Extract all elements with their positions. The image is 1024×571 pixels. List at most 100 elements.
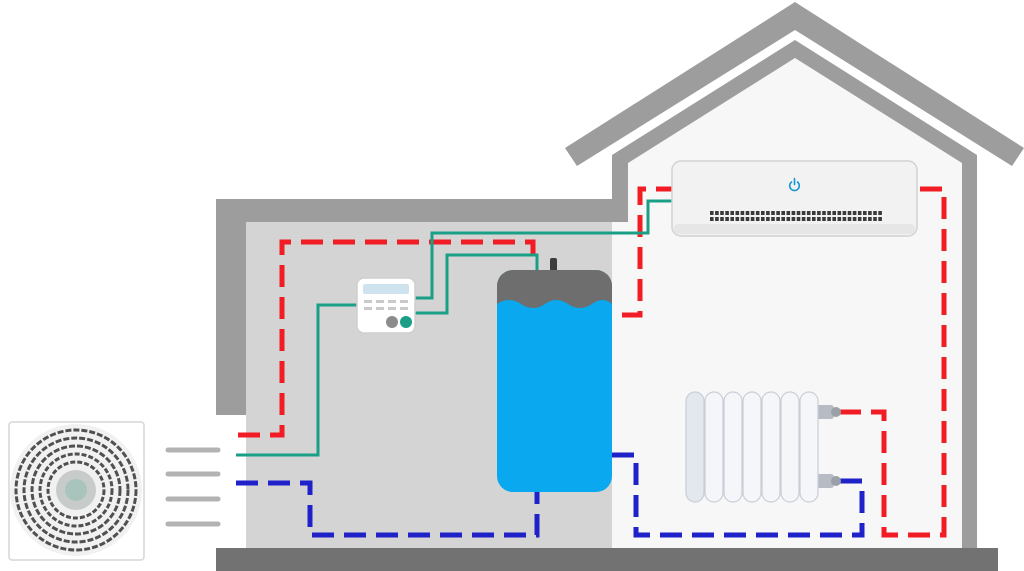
controller-display xyxy=(363,284,409,294)
ac-vent-slot xyxy=(878,217,882,221)
ac-vent-slot xyxy=(878,211,882,215)
ac-vent-slot xyxy=(715,211,719,215)
ac-vent-slot xyxy=(766,211,770,215)
cold-pipe-right-room xyxy=(612,452,865,538)
ac-vent-slot xyxy=(776,211,780,215)
floor xyxy=(216,548,998,571)
air-conditioner-icon xyxy=(671,160,918,237)
cold-pipes xyxy=(236,452,865,538)
ac-vent-slot xyxy=(873,217,877,221)
ac-vent-slot xyxy=(720,211,724,215)
hot-pipe-left-room xyxy=(238,239,536,438)
ac-vent-slot xyxy=(755,217,760,221)
boiler-tank-icon xyxy=(497,258,612,492)
ac-vent-slot xyxy=(812,211,816,215)
radiator-fin xyxy=(685,391,705,503)
ac-vent-slot xyxy=(812,217,816,221)
ac-vent-slot xyxy=(745,217,750,221)
ac-vent-slot xyxy=(761,217,765,221)
ac-vent-grill xyxy=(710,211,882,221)
hot-pipes xyxy=(238,186,947,538)
ac-vent-slot xyxy=(837,211,842,215)
ac-vent-slot xyxy=(852,211,857,215)
ac-vent-slot xyxy=(817,211,821,215)
ac-vent-slot xyxy=(750,217,755,221)
ac-vent-slot xyxy=(771,217,775,221)
ac-vent-slot xyxy=(766,217,770,221)
wire-controller-to-ac xyxy=(414,199,673,300)
ac-vent-slot xyxy=(827,211,831,215)
ac-vent-slot xyxy=(822,217,826,221)
radiator-fin xyxy=(761,391,781,503)
fan-icon xyxy=(10,424,142,556)
ac-vent-slot xyxy=(720,217,724,221)
outdoor-unit-vents xyxy=(165,447,221,527)
ac-vent-slot xyxy=(796,217,801,221)
ac-vent-slot xyxy=(755,211,760,215)
ac-vent-slot xyxy=(832,211,836,215)
ac-vent-slot xyxy=(796,211,801,215)
wire-controller-to-tank xyxy=(414,253,539,315)
tank-valve xyxy=(550,258,557,272)
ac-vent-slot xyxy=(740,217,745,221)
controller-keys xyxy=(364,300,408,310)
ac-vent-slot xyxy=(776,217,780,221)
ac-vent-slot xyxy=(801,211,806,215)
controller-knob-teal xyxy=(400,316,412,328)
ac-vent-slot xyxy=(837,217,842,221)
ac-vent-slot xyxy=(857,217,862,221)
tank-water xyxy=(497,270,612,492)
ac-vent-slot xyxy=(781,217,785,221)
ac-vent-slot xyxy=(761,211,765,215)
ac-vent-slot xyxy=(735,217,740,221)
ac-vent-slot xyxy=(710,211,714,215)
tank-top xyxy=(497,270,612,308)
ac-vent-slot xyxy=(740,211,745,215)
radiator-fin xyxy=(742,391,762,503)
power-icon xyxy=(788,177,801,192)
hot-pipe-to-ac xyxy=(622,186,672,318)
wire-to-outdoor-unit xyxy=(236,303,358,457)
control-wires xyxy=(236,199,673,457)
ac-vent-slot xyxy=(750,211,755,215)
ac-vent-slot xyxy=(781,211,785,215)
radiator-icon xyxy=(685,391,841,503)
ac-vent-slot xyxy=(806,211,811,215)
ac-vent-slot xyxy=(847,211,852,215)
radiator-fins xyxy=(685,391,819,503)
ac-vent-slot xyxy=(735,211,740,215)
hot-pipe-right-wall xyxy=(840,186,947,538)
radiator-fin xyxy=(799,391,819,503)
ac-vent-slot xyxy=(786,217,791,221)
ac-vent-slot xyxy=(868,211,872,215)
thermostat-icon xyxy=(356,277,416,334)
ac-vent-slot xyxy=(847,217,852,221)
radiator-fin xyxy=(704,391,724,503)
ac-vent-slot xyxy=(725,217,729,221)
ac-vent-slot xyxy=(873,211,877,215)
house xyxy=(214,2,1024,571)
radiator-fin xyxy=(723,391,743,503)
cold-pipe-left-room xyxy=(236,480,540,538)
ac-vent-slot xyxy=(786,211,791,215)
ac-vent-slot xyxy=(832,217,836,221)
ac-vent-slot xyxy=(863,217,867,221)
controller-knob-grey xyxy=(386,316,398,328)
ac-vent-slot xyxy=(806,217,811,221)
ac-vent-slot xyxy=(852,217,857,221)
ac-vent-slot xyxy=(715,217,719,221)
ac-vent-slot xyxy=(857,211,862,215)
ac-vent-slot xyxy=(730,217,734,221)
ac-vent-slot xyxy=(710,217,714,221)
ac-vent-slot xyxy=(842,217,847,221)
radiator-fin xyxy=(780,391,800,503)
ac-vent-slot xyxy=(791,217,796,221)
outdoor-unit xyxy=(8,421,221,561)
ac-vent-slot xyxy=(771,211,775,215)
ac-vent-slot xyxy=(745,211,750,215)
ac-vent-slot xyxy=(868,217,872,221)
ac-vent-slot xyxy=(822,211,826,215)
ac-vent-slot xyxy=(791,211,796,215)
